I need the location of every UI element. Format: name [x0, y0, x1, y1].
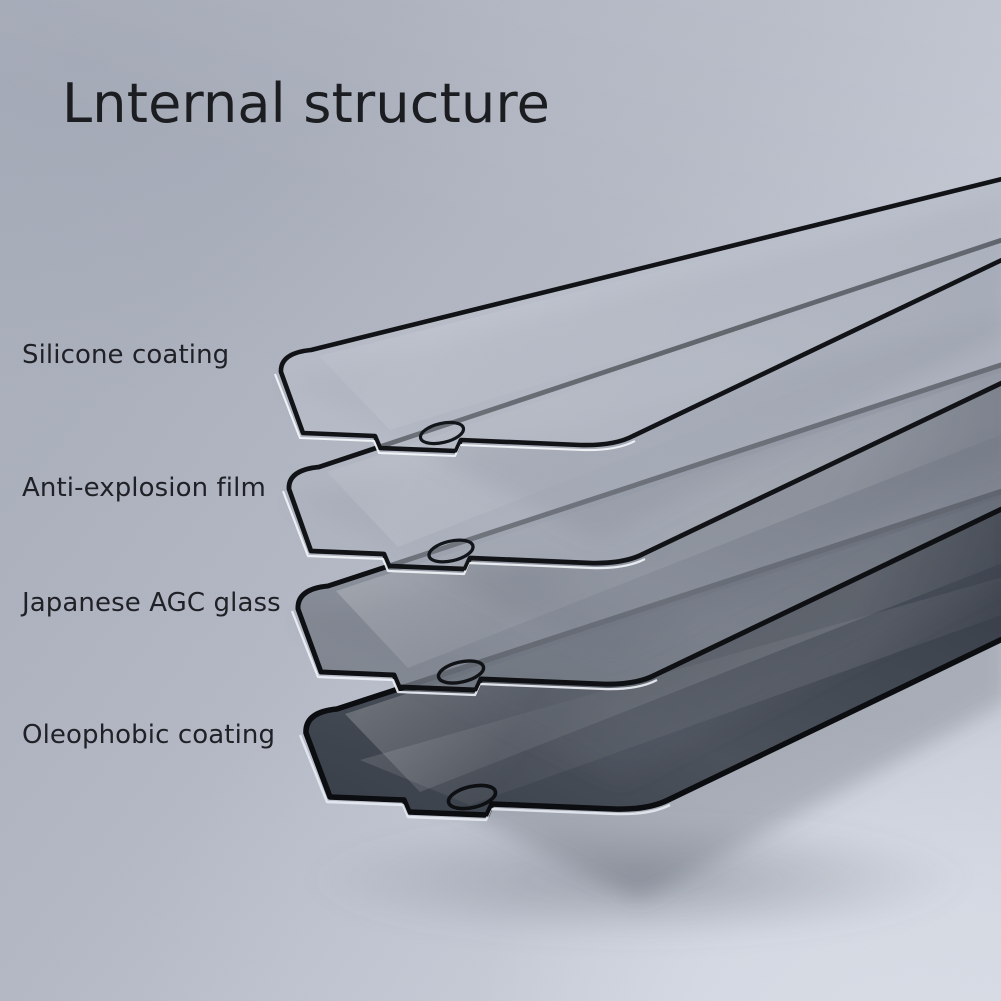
layer-label-anti-explosion-film: Anti-explosion film — [22, 473, 266, 503]
layer-label-silicone-coating: Silicone coating — [22, 340, 230, 370]
page-title: Lnternal structure — [62, 72, 551, 135]
layer-label-oleophobic-coating: Oleophobic coating — [22, 720, 276, 750]
layer-label-japanese-agc-glass: Japanese AGC glass — [22, 588, 281, 618]
